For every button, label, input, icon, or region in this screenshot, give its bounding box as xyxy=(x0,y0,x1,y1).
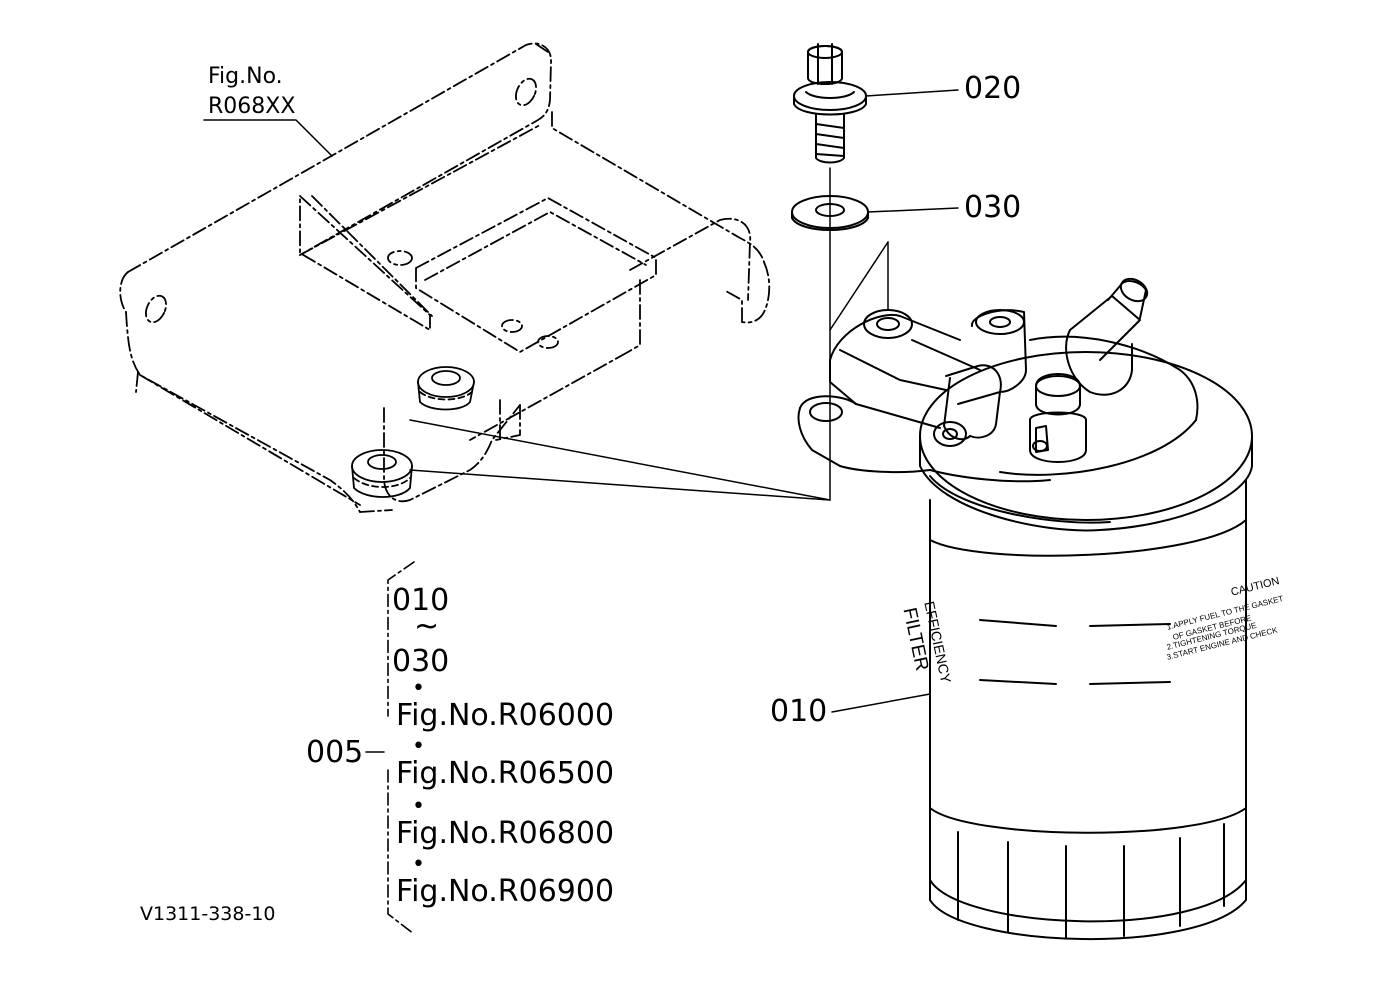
range-start: 010 xyxy=(392,583,450,618)
assembly-bracket-brace xyxy=(387,561,415,935)
range-end: 030 xyxy=(392,644,450,679)
fig-ref-line1: Fig.No. xyxy=(208,64,283,89)
fig-ref-leader xyxy=(203,119,333,157)
list-bullet: • xyxy=(412,676,425,701)
part-number-005: 005 xyxy=(306,735,364,770)
part-number-030: 030 xyxy=(964,190,1022,225)
part-number-010: 010 xyxy=(770,694,828,729)
leader-020 xyxy=(865,89,959,97)
filter-cartridge-010 xyxy=(919,351,1253,940)
fig-ref-item: Fig.No.R06500 xyxy=(396,756,615,791)
list-bullet: • xyxy=(412,734,425,759)
rubber-mount xyxy=(351,366,475,498)
leader-010 xyxy=(831,693,931,713)
washer-030 xyxy=(791,195,869,231)
bolt-020 xyxy=(793,43,867,164)
fig-ref-item: Fig.No.R06000 xyxy=(396,698,615,733)
assembly-lines xyxy=(409,167,889,501)
list-bullet: • xyxy=(412,852,425,877)
leader-030 xyxy=(867,207,959,213)
part-number-020: 020 xyxy=(964,71,1022,106)
fig-ref-item: Fig.No.R06800 xyxy=(396,816,615,851)
drawing-code: V1311-338-10 xyxy=(140,903,276,925)
range-separator: ~ xyxy=(414,609,440,644)
list-bullet: • xyxy=(412,794,425,819)
filter-head xyxy=(797,277,1199,483)
mounting-bracket xyxy=(119,42,771,513)
fig-ref-line2: R068XX xyxy=(208,94,296,119)
fig-ref-item: Fig.No.R06900 xyxy=(396,874,615,909)
